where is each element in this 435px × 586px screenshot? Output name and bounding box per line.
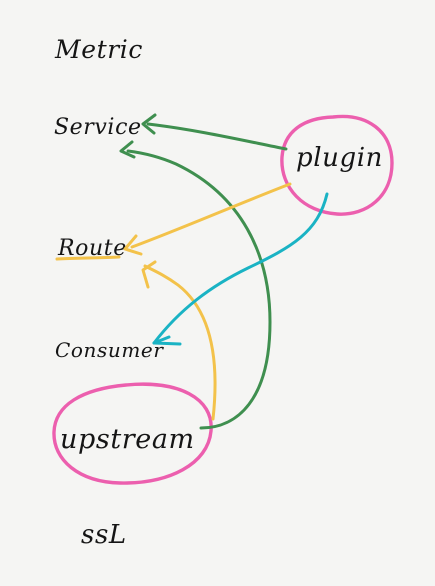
label-metric: Metric [54,35,143,64]
cyan-arrowhead-plugin-to-consumer [152,335,182,346]
yellow-arrow-plugin-to-route [130,182,292,249]
cyan-arrow-plugin-to-consumer [152,192,329,345]
route-underline [55,255,121,261]
label-upstream: upstream [60,424,195,455]
label-consumer: Consumer [55,338,164,362]
yellow-arrowhead-plugin-to-route [123,234,143,256]
green-arrow-plugin-to-service [146,122,288,151]
green-arrow-upstream-to-service [126,149,272,430]
green-arrowhead-upstream-to-service [119,140,136,159]
label-ssl: ssL [81,520,127,550]
plugin-ellipse [280,114,394,216]
upstream-ellipse [52,382,213,485]
label-plugin: plugin [296,143,383,173]
yellow-arrow-upstream-to-route [143,264,217,421]
label-service: Service [54,115,142,140]
yellow-arrowhead-upstream-to-route [141,260,157,289]
green-arrowhead-plugin-to-service [141,113,157,135]
